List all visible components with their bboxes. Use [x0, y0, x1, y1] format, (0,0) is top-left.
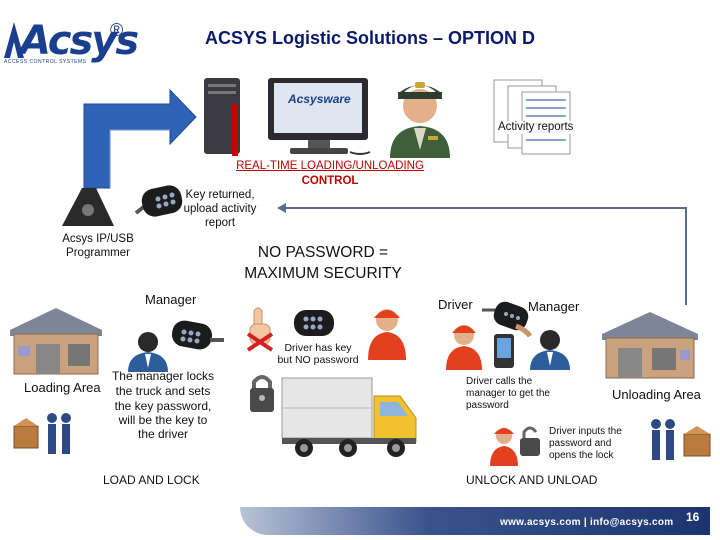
manager-locks-line4: will be the key to — [118, 413, 208, 427]
phone-icon — [494, 334, 514, 368]
unloading-workers-icon — [651, 419, 711, 460]
driver-center-icon — [368, 309, 406, 360]
key-returned-line3: report — [204, 217, 236, 229]
unloading-area-label: Unloading Area — [612, 387, 701, 402]
key-returned-line2: upload activity — [183, 203, 257, 215]
programmer-device-icon — [62, 188, 114, 226]
loading-area-label: Loading Area — [24, 380, 101, 395]
footer-contact: www.acsys.com | info@acsys.com — [500, 517, 674, 528]
driver-label: Driver — [438, 297, 473, 312]
computer-icon — [204, 78, 371, 155]
manager-locks-line1: The manager locks — [111, 369, 215, 383]
realtime-line1: REAL-TIME LOADING/UNLOADING — [236, 160, 424, 172]
logo-text: Acsys — [20, 18, 139, 64]
loading-warehouse-icon — [10, 308, 102, 375]
padlock-icon — [250, 375, 274, 412]
unloading-warehouse-icon — [602, 312, 698, 379]
realtime-line2: CONTROL — [301, 175, 359, 187]
driver-has-key-line1: Driver has key — [284, 342, 352, 354]
unlock-and-unload-label: UNLOCK AND UNLOAD — [466, 473, 598, 487]
manager-key-fob-icon — [171, 320, 224, 350]
manager-locks-line5: the driver — [137, 427, 189, 441]
driver-inputs-line3: opens the lock — [549, 450, 614, 461]
driver-has-key-line2: but NO password — [277, 354, 359, 366]
logo-mark-icon — [4, 22, 24, 58]
logo-tagline: ACCESS CONTROL SYSTEMS — [4, 59, 87, 65]
programmer-line1: Acsys IP/USB — [62, 233, 134, 245]
manager-right-label: Manager — [528, 299, 580, 314]
realtime-marker — [232, 104, 238, 156]
logo-registered: ® — [110, 20, 124, 40]
no-password-hand-icon — [246, 307, 274, 352]
page-number: 16 — [686, 510, 700, 524]
load-and-lock-label: LOAD AND LOCK — [103, 473, 200, 487]
software-screen-label: Acsysware — [288, 92, 351, 106]
driver-inputs-line2: password and — [549, 438, 612, 449]
activity-reports-icon — [493, 79, 571, 155]
driver-unlock-icon — [490, 426, 540, 466]
driver-calls-line1: Driver calls the — [466, 376, 533, 387]
driver-inputs-line1: Driver inputs the — [549, 426, 622, 437]
manager-left-icon — [128, 332, 168, 372]
truck-icon — [281, 377, 417, 457]
driver-calls-line2: manager to get the — [466, 388, 550, 399]
driver-key-fob-icon — [294, 310, 334, 336]
manager-locks-line3: the key password, — [114, 399, 212, 413]
key-returned-line1: Key returned, — [185, 189, 255, 201]
security-line2: MAXIMUM SECURITY — [244, 265, 402, 282]
footer-bar — [240, 507, 710, 535]
manager-right-icon — [530, 330, 570, 370]
manager-locks-line2: the truck and sets — [115, 384, 211, 398]
driver-right-icon — [446, 325, 482, 370]
operator-icon — [390, 82, 450, 158]
driver-key-hand-icon — [482, 301, 533, 338]
security-line1: NO PASSWORD = — [257, 244, 389, 261]
upload-arrow-icon — [83, 88, 197, 189]
key-fob-icon — [134, 185, 183, 217]
footer: www.acsys.com | info@acsys.com — [0, 500, 720, 540]
loading-workers-icon — [13, 413, 71, 454]
programmer-line2: Programmer — [66, 247, 130, 259]
manager-left-label: Manager — [145, 292, 197, 307]
page-title: ACSYS Logistic Solutions – OPTION D — [205, 28, 536, 48]
return-arrow-icon — [277, 203, 687, 305]
driver-calls-line3: password — [466, 400, 509, 411]
activity-reports-label: Activity reports — [498, 121, 574, 135]
